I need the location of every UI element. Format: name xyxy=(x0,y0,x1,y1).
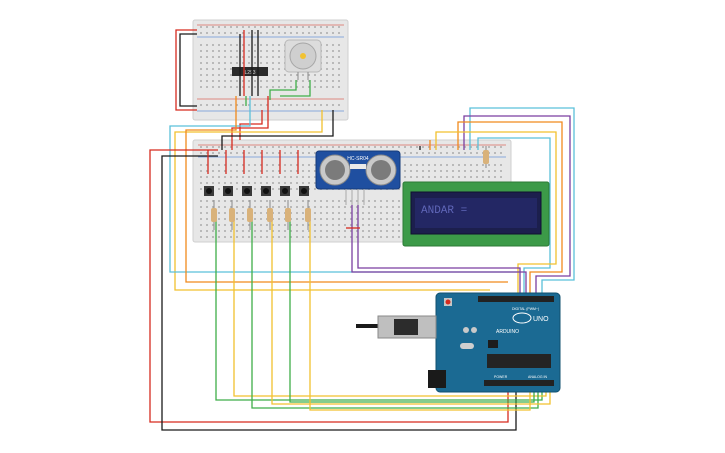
dc-motor[interactable] xyxy=(284,39,322,80)
resistor[interactable] xyxy=(305,200,311,230)
resistors xyxy=(211,146,489,230)
resistor[interactable] xyxy=(267,200,273,230)
push-button[interactable] xyxy=(261,186,271,196)
push-button[interactable] xyxy=(242,186,252,196)
top-breadboard xyxy=(192,19,349,121)
routing-wires xyxy=(149,29,575,431)
push-button[interactable] xyxy=(280,186,290,196)
push-button[interactable] xyxy=(299,186,309,196)
resistor[interactable] xyxy=(285,200,291,230)
motor-driver-chip[interactable]: L293 xyxy=(232,67,268,76)
resistor[interactable] xyxy=(247,200,253,230)
chip-label: L293 xyxy=(244,70,255,76)
resistor[interactable] xyxy=(211,200,217,230)
sensor-label: HC-SR04 xyxy=(347,156,369,162)
power-label: POWER xyxy=(494,375,508,379)
resistor[interactable] xyxy=(483,146,489,168)
push-button[interactable] xyxy=(204,186,214,196)
analog-label: ANALOG IN xyxy=(528,375,548,379)
digital-label: DIGITAL (PWM~) xyxy=(512,307,539,311)
board-logo: UNO xyxy=(533,316,549,323)
lcd-display[interactable]: ANDAR = xyxy=(402,181,550,247)
push-buttons xyxy=(204,186,309,196)
arduino-uno[interactable]: UNO ARDUINO DIGITAL (PWM~) POWER ANALOG … xyxy=(377,292,561,393)
push-button[interactable] xyxy=(223,186,233,196)
board-brand: ARDUINO xyxy=(496,329,519,335)
ultrasonic-sensor[interactable]: HC-SR04 xyxy=(315,150,401,205)
resistor[interactable] xyxy=(229,200,235,230)
lcd-text: ANDAR = xyxy=(421,205,467,217)
